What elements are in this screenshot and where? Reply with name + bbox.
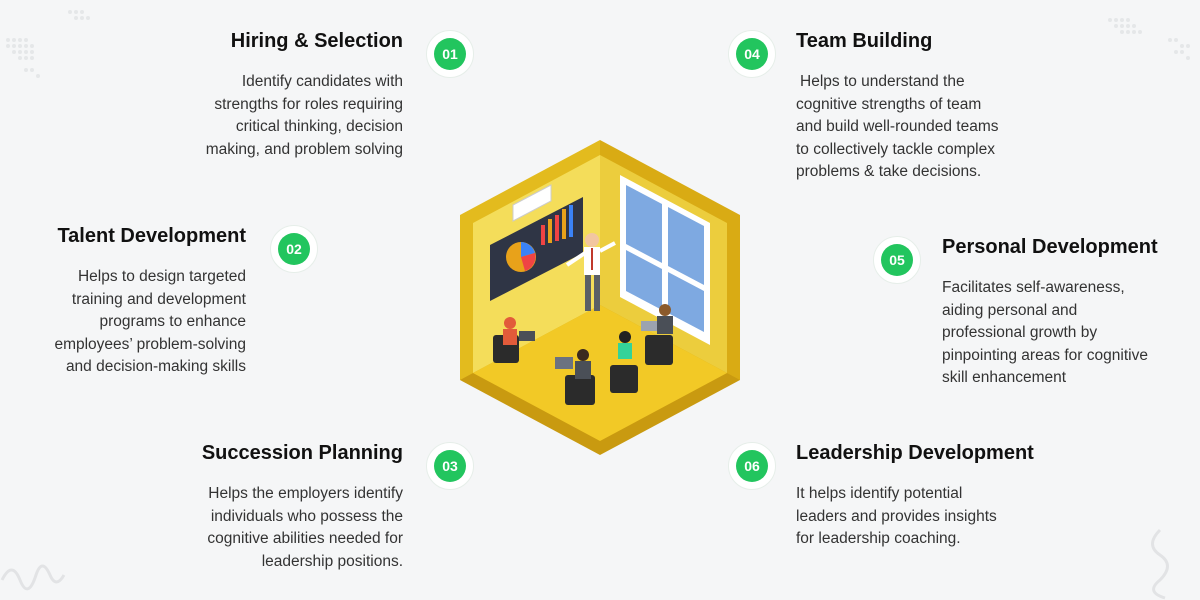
attendee-center-right xyxy=(610,331,638,393)
number-badge-05: 05 xyxy=(873,236,921,284)
world-map-left-decoration xyxy=(6,10,90,78)
number-badge-04: 04 xyxy=(728,30,776,78)
presenter-figure xyxy=(565,233,616,311)
world-map-right-decoration xyxy=(1108,18,1190,60)
item-hiring-selection: Hiring & Selection Identify candidates w… xyxy=(150,30,403,161)
air-conditioner xyxy=(512,184,552,222)
presentation-screen xyxy=(490,197,583,301)
number-badge-02: 02 xyxy=(270,225,318,273)
item-description: Identify candidates with strengths for r… xyxy=(205,73,403,158)
item-team-building: Team Building Helps to understand the co… xyxy=(796,30,1056,184)
item-description: It helps identify potential leaders and … xyxy=(796,485,997,547)
attendee-center xyxy=(555,349,595,405)
item-title: Personal Development xyxy=(942,236,1158,258)
number-badge-03: 03 xyxy=(426,442,474,490)
item-succession-planning: Succession Planning Helps the employers … xyxy=(150,442,403,573)
number-badge-06: 06 xyxy=(728,442,776,490)
item-description: Helps the employers identify individuals… xyxy=(207,485,403,570)
item-title: Talent Development xyxy=(57,225,246,247)
item-personal-development: Personal Development Facilitates self-aw… xyxy=(942,236,1192,390)
attendee-right xyxy=(641,304,673,365)
meeting-room-illustration xyxy=(460,140,740,455)
item-description: Helps to design targeted training and de… xyxy=(54,268,246,375)
item-description: Facilitates self-awareness, aiding perso… xyxy=(942,279,1148,386)
item-talent-development: Talent Development Helps to design targe… xyxy=(20,225,246,379)
number-badge-01: 01 xyxy=(426,30,474,78)
item-title: Hiring & Selection xyxy=(230,30,403,52)
squiggle-decoration-right xyxy=(1151,528,1169,600)
squiggle-decoration-left xyxy=(0,564,66,591)
item-leadership-development: Leadership Development It helps identify… xyxy=(796,442,1056,551)
attendee-left xyxy=(493,317,535,363)
item-title: Succession Planning xyxy=(201,442,403,464)
item-description: Helps to understand the cognitive streng… xyxy=(796,73,999,180)
item-title: Team Building xyxy=(796,30,933,52)
item-title: Leadership Development xyxy=(796,442,1034,464)
